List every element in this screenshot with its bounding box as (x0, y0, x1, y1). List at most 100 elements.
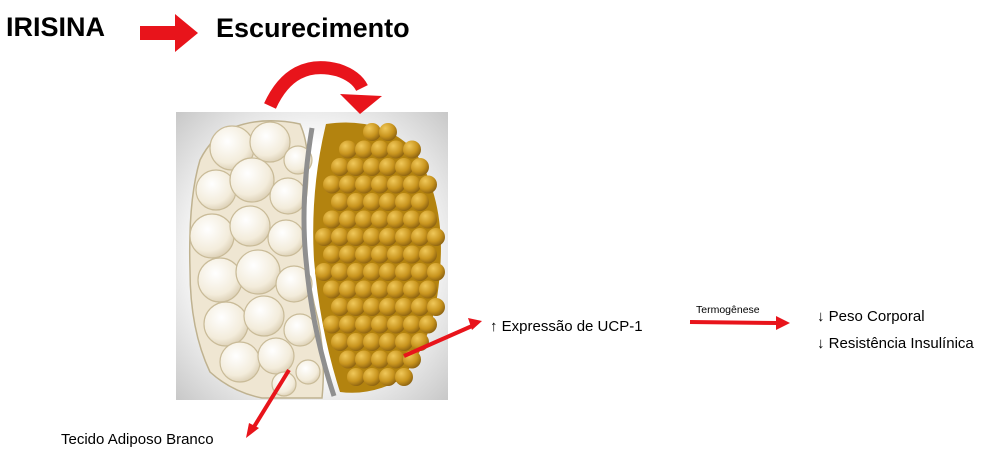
brown-fat-cell (331, 263, 349, 281)
brown-fat-cell (387, 350, 405, 369)
brown-fat-cell (395, 228, 413, 246)
brown-fat-cell (379, 228, 397, 246)
white-fat-cell (283, 313, 317, 347)
brown-fat-cell (387, 280, 405, 299)
brown-fat-cell (411, 228, 429, 246)
weight-outcome-label: ↓ Peso Corporal (817, 308, 925, 325)
brown-fat-cell (403, 280, 421, 299)
brown-fat-cell (379, 263, 397, 281)
brown-fat-cell (403, 245, 421, 264)
brown-fat-cell (323, 175, 341, 194)
white-adipose-tissue (188, 120, 325, 399)
brown-fat-cell (427, 298, 445, 316)
brown-fat-cell (371, 280, 389, 299)
thermogenesis-arrow (689, 320, 778, 325)
brown-fat-cell (419, 280, 437, 299)
brown-fat-cell (339, 210, 357, 229)
white-fat-cell (295, 359, 321, 385)
brown-fat-cell (331, 193, 349, 211)
brown-fat-cell (363, 193, 381, 211)
brown-fat-cell (419, 245, 437, 264)
thermogenesis-label: Termogênese (696, 304, 760, 316)
brown-fat-cell (395, 263, 413, 281)
brown-fat-cell (403, 315, 421, 334)
brown-fat-cell (387, 315, 405, 334)
brown-fat-cell (371, 315, 389, 334)
brown-fat-cell (395, 193, 413, 211)
arrow-to-ucp1 (403, 324, 473, 358)
brown-fat-cell (379, 298, 397, 316)
brown-fat-cell (379, 368, 397, 386)
ucp1-label: ↑ Expressão de UCP-1 (490, 318, 643, 335)
thermogenesis-arrow-head (776, 316, 790, 330)
brown-fat-cell (411, 193, 429, 211)
brown-fat-cell (387, 245, 405, 264)
brown-fat-cell (339, 350, 357, 369)
brown-fat-cell (355, 315, 373, 334)
brown-fat-cell (315, 263, 333, 281)
brown-fat-cell (355, 245, 373, 264)
brown-fat-cell (315, 228, 333, 246)
brown-fat-cell (323, 210, 341, 229)
curved-arrow-head (340, 94, 382, 114)
tissue-separator (301, 127, 337, 397)
brown-fat-cell (427, 263, 445, 281)
brown-fat-cell (395, 333, 413, 351)
brown-fat-cell (395, 158, 413, 176)
brown-fat-cell (379, 333, 397, 351)
brown-adipose-tissue (313, 122, 445, 393)
brown-fat-cell (363, 333, 381, 351)
brown-fat-cell (339, 280, 357, 299)
brown-fat-cell (347, 368, 365, 386)
brown-fat-cell (363, 368, 381, 386)
brown-fat-cell (363, 228, 381, 246)
white-fat-cell (257, 337, 295, 375)
white-fat-cell (229, 205, 271, 247)
brown-fat-cell (419, 315, 437, 334)
brown-fat-cell (411, 263, 429, 281)
brown-fat-cell (355, 140, 373, 159)
brown-fat-cell (331, 228, 349, 246)
white-fat-cell (203, 301, 249, 347)
white-tissue-label: Tecido Adiposo Branco (61, 431, 214, 448)
brown-fat-cell (411, 298, 429, 316)
brown-fat-cell (347, 298, 365, 316)
arrow-to-white-label-head (246, 423, 259, 438)
brown-fat-cell (387, 210, 405, 229)
brown-fat-cell (387, 175, 405, 194)
brown-fat-cell (331, 298, 349, 316)
brown-fat-cell (355, 280, 373, 299)
header-arrow (140, 14, 198, 52)
brown-fat-cell (371, 350, 389, 369)
brown-fat-cell (419, 210, 437, 229)
brown-fat-cell (363, 123, 381, 141)
brown-fat-cell (323, 245, 341, 264)
brown-fat-cell (323, 315, 341, 334)
brown-fat-cell (411, 158, 429, 176)
brown-fat-cell (371, 245, 389, 264)
white-fat-cell (275, 265, 313, 303)
brown-fat-cell (339, 175, 357, 194)
brown-fat-cell (371, 175, 389, 194)
brown-fat-cell (355, 210, 373, 229)
arrow-to-ucp1-head (468, 318, 482, 330)
irisina-label: IRISINA (6, 12, 106, 42)
brown-fat-cell (379, 158, 397, 176)
brown-fat-cell (395, 368, 413, 386)
brown-fat-cell (371, 210, 389, 229)
white-fat-cell (235, 249, 281, 295)
brown-fat-cell (395, 298, 413, 316)
brown-fat-cell (363, 158, 381, 176)
brown-fat-cell (339, 245, 357, 264)
brown-fat-cell (403, 140, 421, 159)
brown-fat-cell (355, 350, 373, 369)
brown-fat-cell (363, 263, 381, 281)
escurecimento-label: Escurecimento (216, 13, 410, 43)
white-fat-cell (219, 341, 261, 383)
white-fat-cell (229, 157, 275, 203)
brown-fat-cell (403, 210, 421, 229)
white-fat-cell (197, 257, 243, 303)
white-fat-cell (267, 219, 305, 257)
brown-fat-cell (347, 228, 365, 246)
